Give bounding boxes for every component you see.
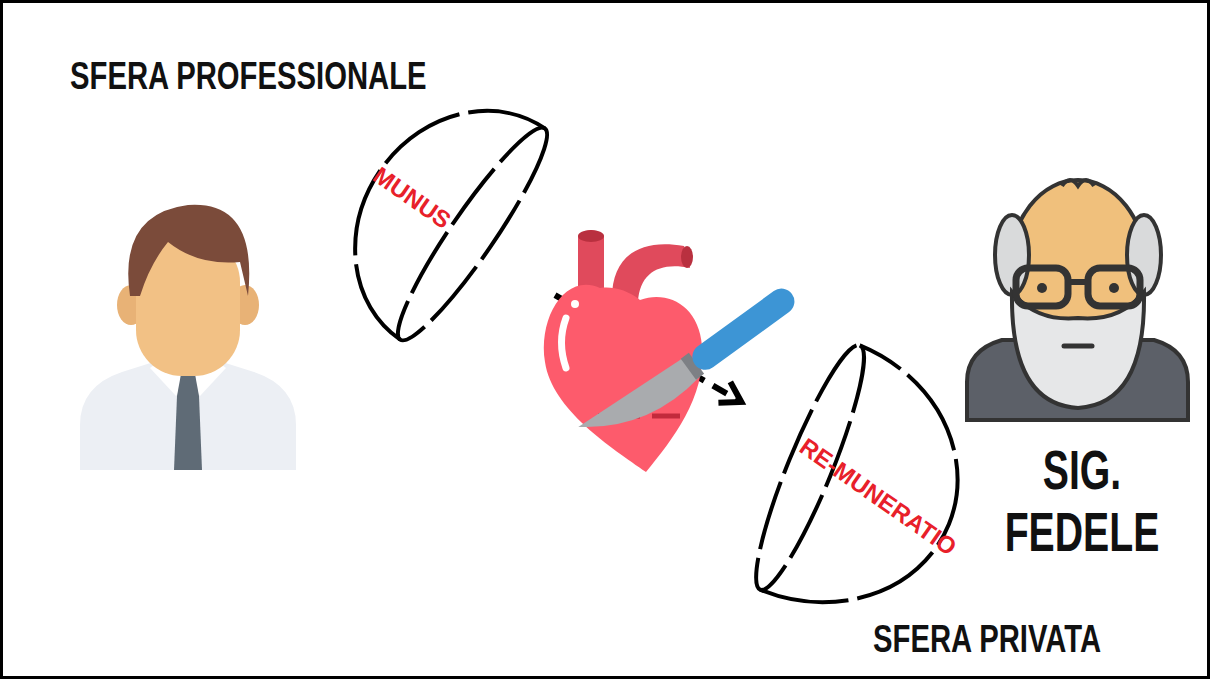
hemisphere-shape [308,65,563,352]
hemisphere-rim [740,337,880,598]
sphere-label: SIG. FEDELE [1002,439,1163,563]
hemisphere-dome [760,345,999,646]
eye [1037,283,1047,293]
glasses [1016,268,1068,306]
heart-body [544,285,702,472]
heart-illustration [544,230,702,472]
glasses-bridge [1068,279,1088,285]
incision [652,414,680,419]
hair [128,205,249,296]
aorta-opening [578,230,604,242]
shirt [80,360,296,470]
businessman-icon [80,205,296,470]
highlight [571,300,579,308]
hemisphere-rim [382,116,563,352]
hair-tuft [1062,180,1094,186]
eye [1109,283,1119,293]
hemisphere-outline [345,120,555,350]
scalpel [578,279,801,454]
hemisphere-dome [308,65,545,340]
side-hair [1127,215,1161,295]
hemisphere-shape [740,337,999,646]
scalpel-blade [578,352,701,454]
node-label: MUNUS [369,163,455,233]
scalpel-handle [687,283,799,375]
mouth [1064,344,1092,349]
side-hair [995,215,1029,295]
sphere-label: SFERA PRIVATA [873,620,1101,658]
highlight [562,318,567,368]
hemisphere-node: RE-MUNERATIO [740,335,980,605]
tie [174,374,202,470]
artery-opening [681,246,693,268]
old-man-icon [967,180,1188,420]
hemisphere-node: MUNUS [345,120,555,350]
glasses [1088,268,1140,306]
sphere-label: SFERA PROFESSIONALE [70,57,427,95]
